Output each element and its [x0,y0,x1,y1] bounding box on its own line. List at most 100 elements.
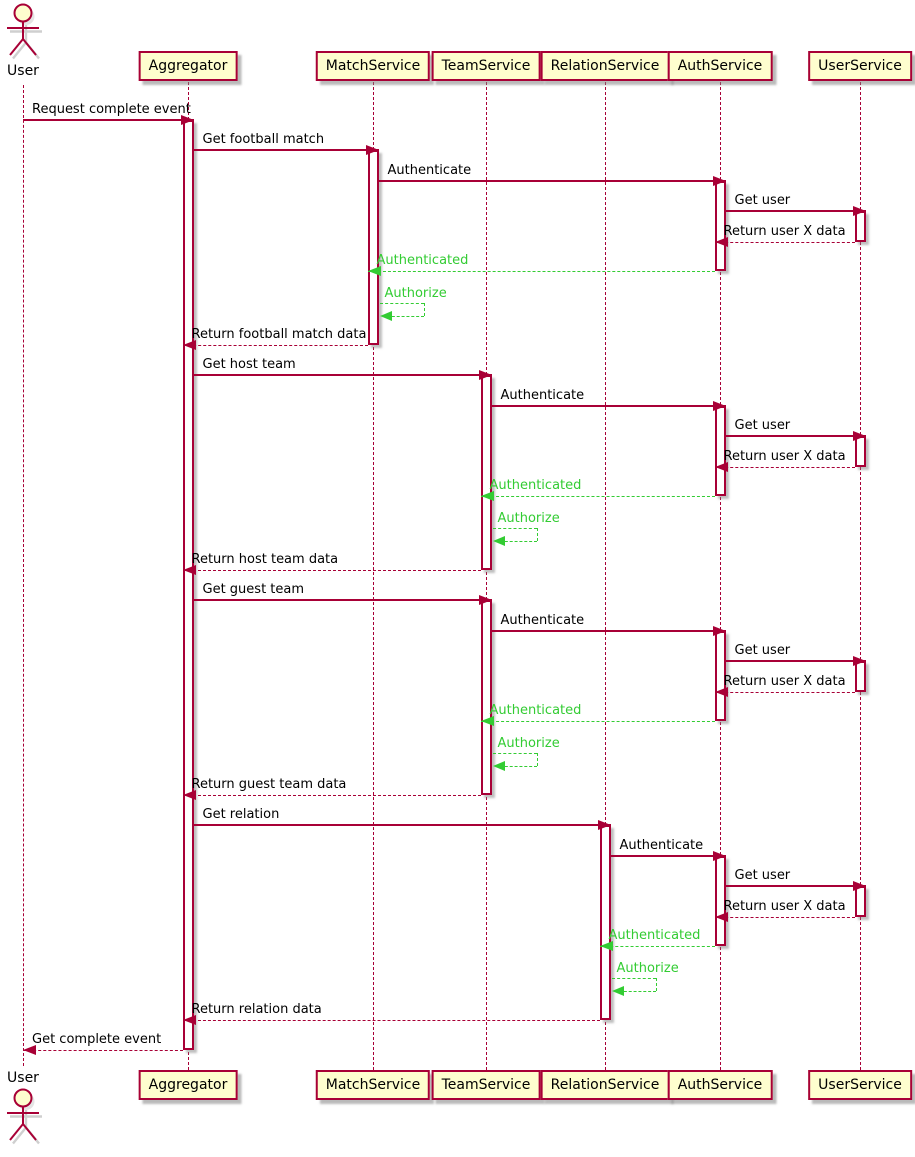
arrow-head-icon [852,431,866,441]
arrow-head-icon [182,340,196,350]
message-label-14: Return host team data [191,552,339,567]
activation-bar-team [480,600,492,795]
participant-box-userservice-top: UserService [808,51,912,81]
message-label-24: Get user [734,868,791,883]
message-label-3: Get user [734,193,791,208]
message-label-8: Get host team [202,357,296,372]
message-label-12: Authenticated [489,478,582,493]
message-line [491,405,726,407]
message-label-27: Authorize [616,961,679,976]
user-actor-label: User [7,63,39,79]
message-line [378,180,726,182]
arrow-head-icon [712,176,726,186]
message-label-22: Get relation [202,807,280,822]
arrow-head-icon [367,266,381,276]
message-label-9: Authenticate [500,388,585,403]
message-line [714,467,855,468]
message-line [367,271,715,272]
message-line [182,1020,600,1021]
message-label-0: Request complete event [32,102,191,117]
message-line [725,885,866,887]
self-message-line-top [492,753,537,754]
self-message-line-bottom [499,766,537,767]
participant-box-aggregator-top: Aggregator [138,51,238,81]
message-label-26: Authenticated [608,928,701,943]
arrow-head-icon [852,656,866,666]
self-message-line-top [379,303,424,304]
activation-bar-team [480,375,492,570]
message-line [725,660,866,662]
arrow-head-icon [712,851,726,861]
arrow-head-icon [478,595,492,605]
user-actor-label-bottom: User [7,1070,39,1086]
message-label-18: Return user X data [723,674,846,689]
message-line [725,435,866,437]
message-label-2: Authenticate [387,163,472,178]
lifeline-userservice [860,82,861,1070]
self-message-line-bottom [386,316,424,317]
message-line [491,630,726,632]
message-line [480,496,715,497]
message-line [182,345,368,346]
message-line [714,692,855,693]
lifeline-relation [605,82,606,1070]
lifeline-match [373,82,374,1070]
message-line [193,599,492,601]
arrow-head-icon [365,145,379,155]
message-line [714,242,855,243]
message-label-25: Return user X data [723,899,846,914]
arrow-head-icon [852,206,866,216]
self-message-line-bottom [499,541,537,542]
message-label-10: Get user [734,418,791,433]
participant-box-relation-top: RelationService [540,51,670,81]
message-label-6: Authorize [384,286,447,301]
arrow-head-icon [852,881,866,891]
message-line [182,795,481,796]
participant-box-match-top: MatchService [315,51,431,81]
arrow-head-icon [480,716,494,726]
message-label-17: Get user [734,643,791,658]
arrow-head-icon [180,115,194,125]
lifeline-user [23,85,24,1066]
message-label-1: Get football match [202,132,325,147]
self-message-line-right [536,753,538,766]
arrow-head-icon [23,1045,36,1055]
lifeline-auth [720,82,721,1070]
participant-box-team-bottom: TeamService [431,1070,541,1100]
participant-box-relation-bottom: RelationService [540,1070,670,1100]
arrow-head-icon [712,626,726,636]
arrow-head-icon [599,941,613,951]
message-line [714,917,855,918]
message-label-4: Return user X data [723,224,846,239]
self-message-line-bottom [618,991,656,992]
participant-box-team-top: TeamService [431,51,541,81]
message-line [599,946,715,947]
message-line [610,855,726,857]
message-label-5: Authenticated [376,253,469,268]
message-line [23,119,194,121]
arrow-head-icon [714,237,728,247]
message-label-28: Return relation data [191,1002,322,1017]
user-actor-icon-bottom [2,1088,48,1146]
lifeline-team [486,82,487,1070]
arrow-head-icon [480,491,494,501]
arrow-head-icon [611,986,624,996]
activation-bar-relation [599,825,611,1020]
participant-box-match-bottom: MatchService [315,1070,431,1100]
arrow-head-icon [714,462,728,472]
message-line [480,721,715,722]
arrow-head-icon [712,401,726,411]
message-label-21: Return guest team data [191,777,347,792]
self-message-line-top [492,528,537,529]
message-line [725,210,866,212]
arrow-head-icon [492,761,505,771]
participant-box-userservice-bottom: UserService [808,1070,912,1100]
arrow-head-icon [597,820,611,830]
arrow-head-icon [182,1015,196,1025]
arrow-head-icon [714,912,728,922]
arrow-head-icon [492,536,505,546]
self-message-line-top [611,978,656,979]
arrow-head-icon [478,370,492,380]
message-label-20: Authorize [497,736,560,751]
